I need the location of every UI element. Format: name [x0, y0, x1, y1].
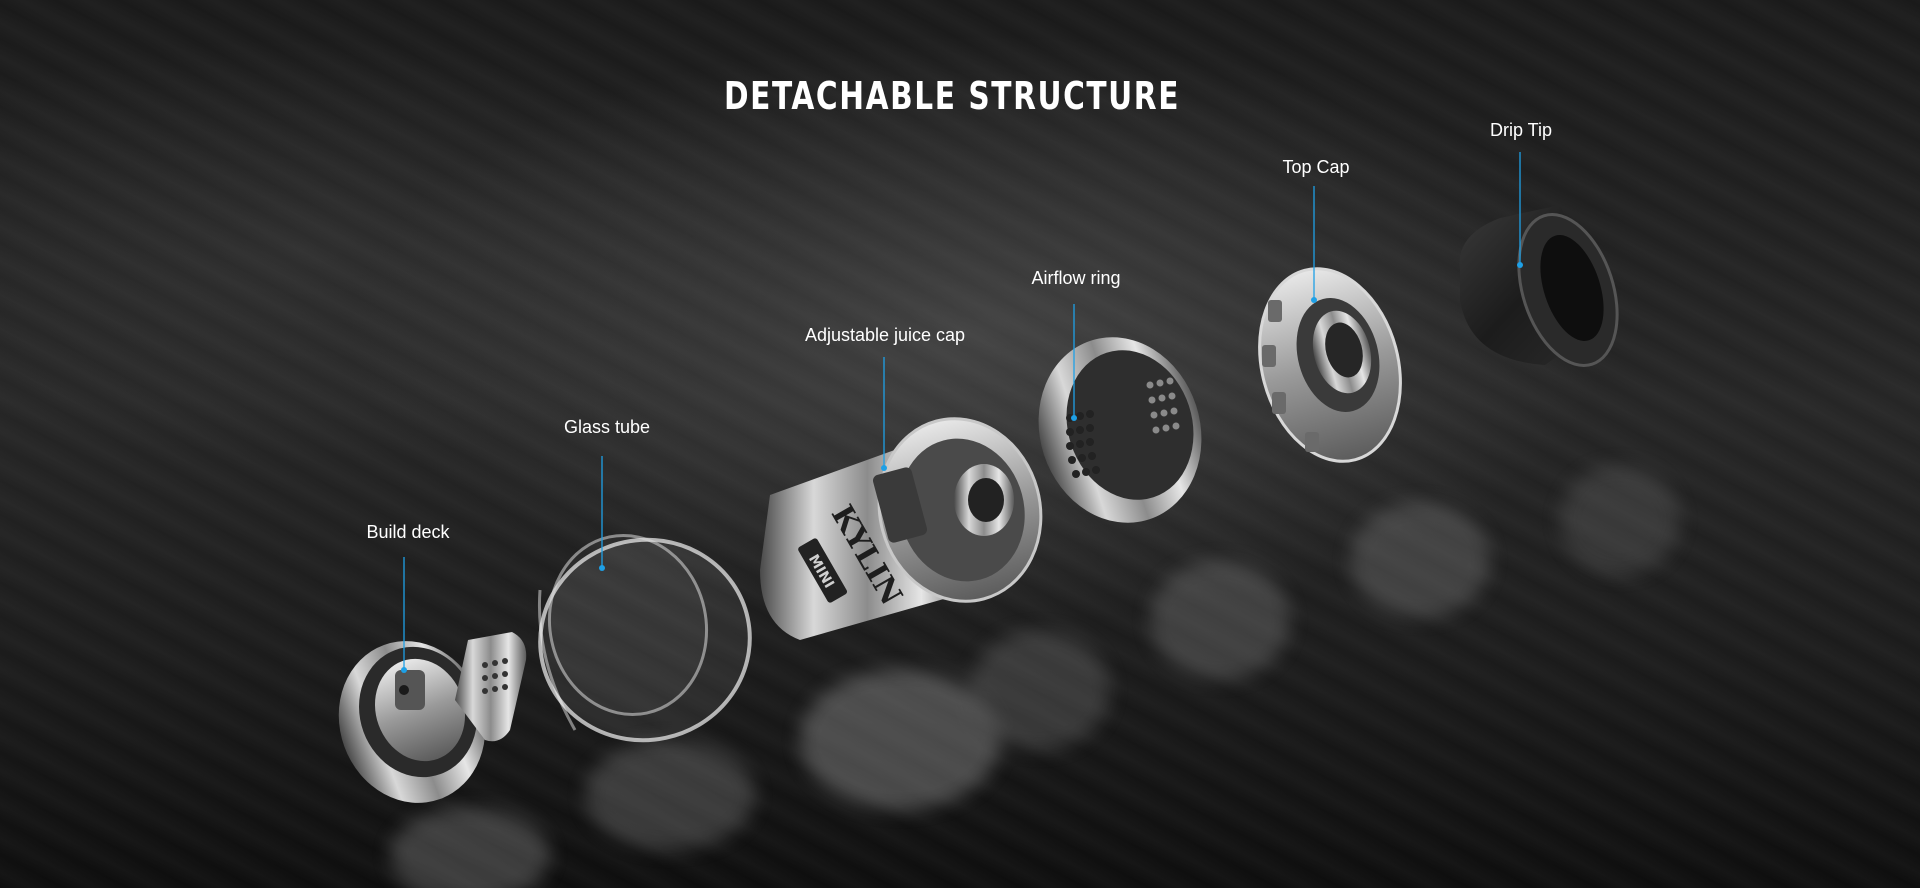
drip-tip-part — [1459, 205, 1619, 367]
airflow-ring-part — [1038, 337, 1202, 523]
juice-cap-leader-dot — [881, 465, 887, 471]
top-cap-leader-dot — [1311, 297, 1317, 303]
build-deck-part — [338, 632, 527, 803]
section-heading: DETACHABLE STRUCTURE — [723, 74, 1181, 118]
label-top-cap: Top Cap — [1282, 157, 1350, 177]
top-cap-part — [1258, 267, 1402, 463]
label-airflow-ring: Airflow ring — [1031, 268, 1121, 288]
reflection-group — [390, 465, 1680, 888]
glass-tube-part — [537, 533, 752, 743]
leader-lines — [401, 152, 1523, 673]
drip-tip-leader-dot — [1517, 262, 1523, 268]
juice-cap-part: KYLIN MINI — [760, 417, 1043, 640]
airflow-ring-leader-dot — [1071, 415, 1077, 421]
label-glass-tube: Glass tube — [563, 417, 651, 437]
build-deck-leader-dot — [401, 667, 407, 673]
label-drip-tip: Drip Tip — [1489, 120, 1553, 140]
label-build-deck: Build deck — [366, 522, 450, 542]
glass-tube-leader-dot — [599, 565, 605, 571]
label-juice-cap: Adjustable juice cap — [804, 325, 966, 345]
